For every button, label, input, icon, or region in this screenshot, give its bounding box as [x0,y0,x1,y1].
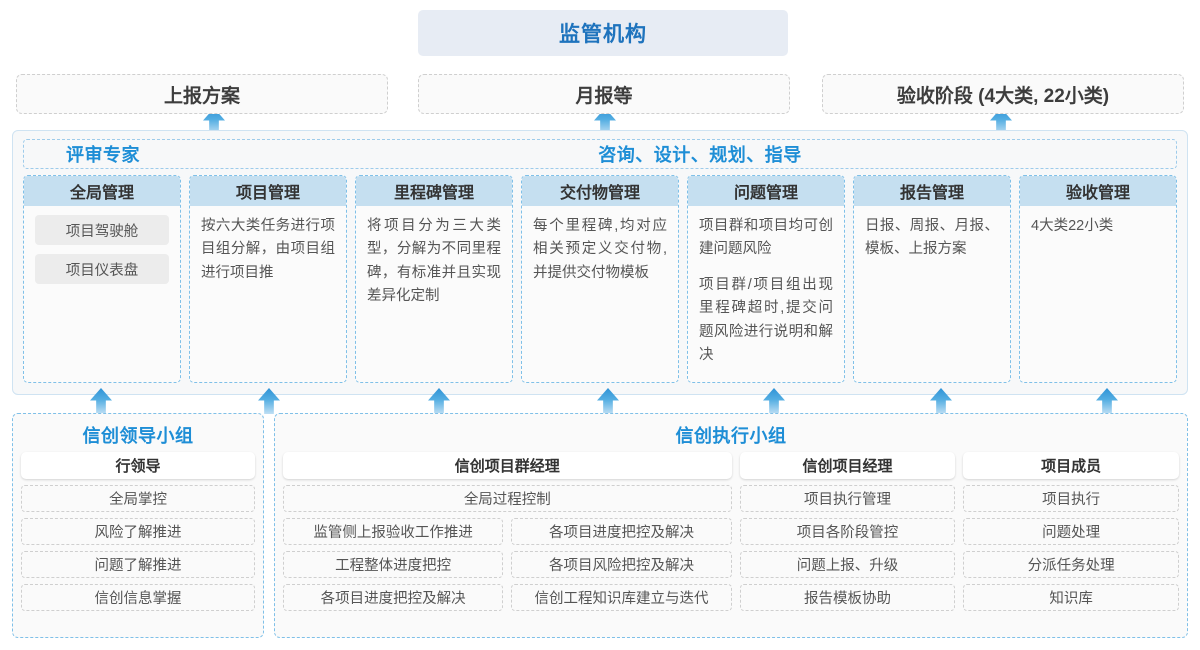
card-report-management: 报告管理 日报、周报、月报、模板、上报方案 [853,175,1011,383]
column-item-full: 全局过程控制 [283,485,732,512]
column-item: 分派任务处理 [963,551,1179,578]
card-paragraph: 项目群/项目组出现里程碑超时,提交问题风险进行说明和解决 [699,276,833,364]
card-acceptance-management: 验收管理 4大类22小类 [1019,175,1177,383]
column-bank-leader: 行领导 全局掌控 风险了解推进 问题了解推进 信创信息掌握 [21,452,255,611]
report-box-plan: 上报方案 [16,74,388,114]
role-label-consulting: 咨询、设计、规划、指导 [598,145,802,165]
card-body: 按六大类任务进行项目组分解，由项目组进行项目推 [190,206,346,382]
column-item: 项目执行 [963,485,1179,512]
card-paragraph: 将项目分为三大类型，分解为不同里程碑，有标准并且实现差异化定制 [367,218,501,305]
column-item: 全局掌控 [21,485,255,512]
card-title: 问题管理 [688,176,844,206]
report-label: 月报等 [575,85,633,107]
card-title: 交付物管理 [522,176,678,206]
middle-roles-bar: 评审专家 咨询、设计、规划、指导 [23,139,1177,169]
program-manager-left-subcolumn: 监管侧上报验收工作推进 工程整体进度把控 各项目进度把控及解决 [283,518,504,611]
card-issue-management: 问题管理 项目群和项目均可创建问题风险 项目群/项目组出现里程碑超时,提交问题风… [687,175,845,383]
column-item: 监管侧上报验收工作推进 [283,518,504,545]
card-title: 验收管理 [1020,176,1176,206]
card-title: 项目管理 [190,176,346,206]
column-item: 各项目风险把控及解决 [511,551,732,578]
report-row: 上报方案 月报等 验收阶段 (4大类, 22小类) [0,74,1200,114]
card-paragraph: 4大类22小类 [1031,218,1114,234]
report-label: 上报方案 [163,85,240,107]
column-head: 项目成员 [963,452,1179,479]
column-head: 行领导 [21,452,255,479]
column-head: 信创项目群经理 [283,452,732,479]
middle-container: 评审专家 咨询、设计、规划、指导 全局管理 项目驾驶舱 项目仪表盘 项目管理 按… [12,130,1188,395]
role-label-review-expert: 评审专家 [66,145,140,165]
card-body: 将项目分为三大类型，分解为不同里程碑，有标准并且实现差异化定制 [356,206,512,382]
column-item: 各项目进度把控及解决 [511,518,732,545]
group-leadership: 信创领导小组 行领导 全局掌控 风险了解推进 问题了解推进 信创信息掌握 [12,413,264,638]
card-paragraph: 按六大类任务进行项目组分解，由项目组进行项目推 [201,218,335,281]
column-program-manager: 信创项目群经理 全局过程控制 监管侧上报验收工作推进 工程整体进度把控 各项目进… [283,452,732,611]
group-execution: 信创执行小组 信创项目群经理 全局过程控制 监管侧上报验收工作推进 工程整体进度… [274,413,1188,638]
card-paragraph: 项目群和项目均可创建问题风险 [699,218,833,258]
group-title: 信创领导小组 [82,426,194,446]
card-title: 全局管理 [24,176,180,206]
card-title: 报告管理 [854,176,1010,206]
column-head: 信创项目经理 [739,452,956,479]
column-item: 信创工程知识库建立与迭代 [511,584,732,611]
card-body: 4大类22小类 [1020,206,1176,382]
card-deliverable-management: 交付物管理 每个里程碑,均对应相关预定义交付物,并提供交付物模板 [521,175,679,383]
column-item: 问题处理 [963,518,1179,545]
card-project-management: 项目管理 按六大类任务进行项目组分解，由项目组进行项目推 [189,175,347,383]
card-body: 项目群和项目均可创建问题风险 项目群/项目组出现里程碑超时,提交问题风险进行说明… [688,206,844,382]
program-manager-right-subcolumn: 各项目进度把控及解决 各项目风险把控及解决 信创工程知识库建立与迭代 [511,518,732,611]
capability-cards: 全局管理 项目驾驶舱 项目仪表盘 项目管理 按六大类任务进行项目组分解，由项目组… [23,175,1177,383]
execution-columns: 信创项目群经理 全局过程控制 监管侧上报验收工作推进 工程整体进度把控 各项目进… [283,452,1179,611]
column-item: 项目各阶段管控 [739,518,956,545]
column-project-member: 项目成员 项目执行 问题处理 分派任务处理 知识库 [963,452,1179,611]
card-paragraph: 每个里程碑,均对应相关预定义交付物,并提供交付物模板 [533,218,667,281]
program-manager-subcolumns: 监管侧上报验收工作推进 工程整体进度把控 各项目进度把控及解决 各项目进度把控及… [283,518,732,611]
column-item: 知识库 [963,584,1179,611]
report-label: 验收阶段 (4大类, 22小类) [896,85,1110,107]
regulator-box: 监管机构 [418,10,788,56]
column-item: 工程整体进度把控 [283,551,504,578]
column-item: 项目执行管理 [739,485,956,512]
column-item: 问题上报、升级 [739,551,956,578]
leadership-columns: 行领导 全局掌控 风险了解推进 问题了解推进 信创信息掌握 [21,452,255,611]
group-title: 信创执行小组 [675,426,787,446]
regulator-label: 监管机构 [559,23,647,46]
card-paragraph: 日报、周报、月报、模板、上报方案 [865,218,999,258]
card-body: 日报、周报、月报、模板、上报方案 [854,206,1010,382]
card-milestone-management: 里程碑管理 将项目分为三大类型，分解为不同里程碑，有标准并且实现差异化定制 [355,175,513,383]
card-body: 项目驾驶舱 项目仪表盘 [24,206,180,382]
column-item: 各项目进度把控及解决 [283,584,504,611]
card-pill: 项目驾驶舱 [35,215,169,245]
column-item: 问题了解推进 [21,551,255,578]
report-box-acceptance: 验收阶段 (4大类, 22小类) [822,74,1184,114]
column-project-manager: 信创项目经理 项目执行管理 项目各阶段管控 问题上报、升级 报告模板协助 [739,452,956,611]
card-pill: 项目仪表盘 [35,254,169,284]
bottom-container: 信创领导小组 行领导 全局掌控 风险了解推进 问题了解推进 信创信息掌握 信创执… [12,413,1188,638]
card-global-management: 全局管理 项目驾驶舱 项目仪表盘 [23,175,181,383]
column-item: 信创信息掌握 [21,584,255,611]
card-title: 里程碑管理 [356,176,512,206]
card-body: 每个里程碑,均对应相关预定义交付物,并提供交付物模板 [522,206,678,382]
column-item: 风险了解推进 [21,518,255,545]
report-box-monthly: 月报等 [418,74,790,114]
column-item: 报告模板协助 [739,584,956,611]
